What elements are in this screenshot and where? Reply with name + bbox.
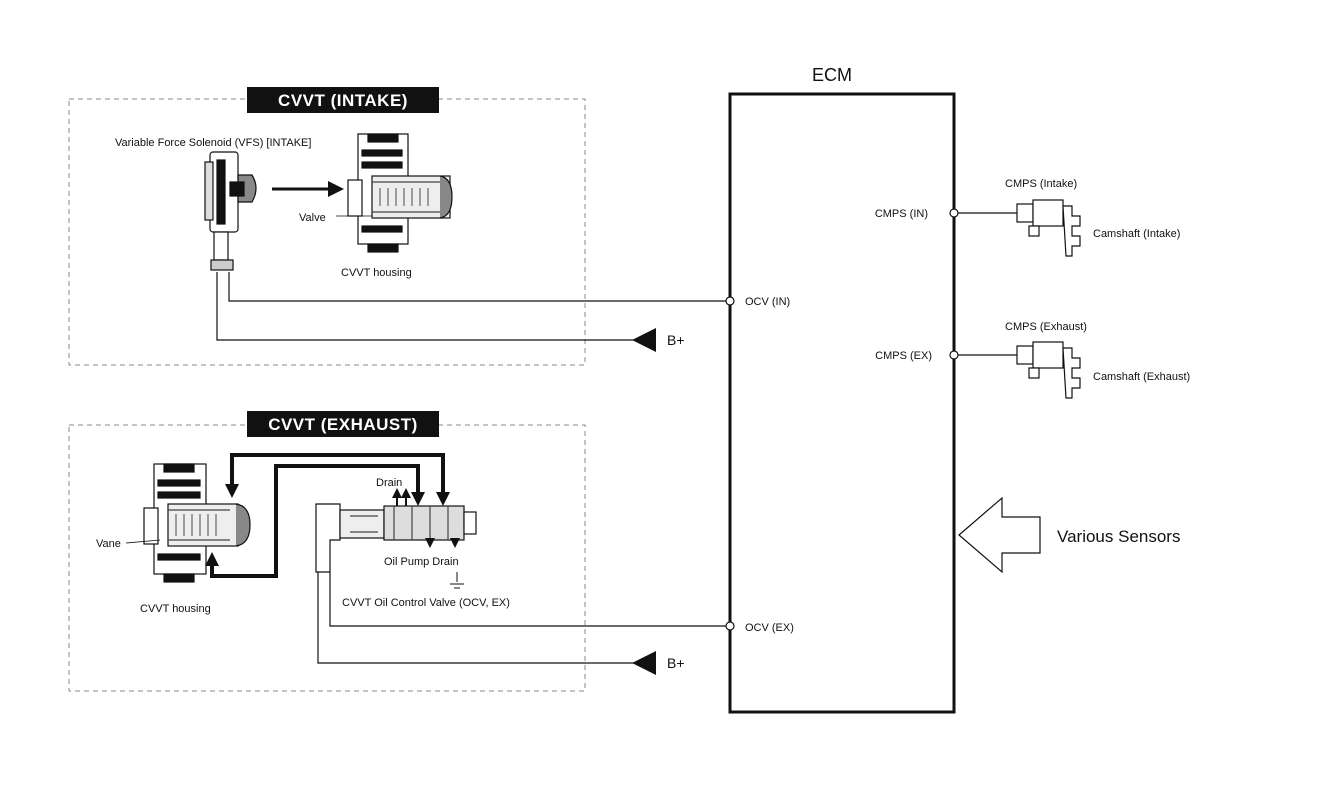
- drain-arrow-top-a: [392, 488, 402, 498]
- oil-arrow-ocv-a: [411, 492, 425, 506]
- exhaust-title-badge: CVVT (EXHAUST): [247, 411, 439, 437]
- cmps-intake-title: CMPS (Intake): [1005, 178, 1077, 190]
- vane-label: Vane: [96, 538, 121, 550]
- ecm-pin-cmps-ex: CMPS (EX): [875, 350, 932, 362]
- drain-symbol: [450, 572, 464, 589]
- vfs-to-valve-arrowhead: [328, 181, 344, 197]
- drain-top-label: Drain: [376, 477, 402, 489]
- camshaft-exhaust-label: Camshaft (Exhaust): [1093, 371, 1190, 383]
- cmps-intake-sensor-illustration: [1016, 199, 1081, 257]
- various-sensors-label: Various Sensors: [1057, 527, 1180, 546]
- oil-arrow-ocv-b: [436, 492, 450, 506]
- intake-title-badge: CVVT (INTAKE): [247, 87, 439, 113]
- vfs-label: Variable Force Solenoid (VFS) [INTAKE]: [115, 137, 311, 149]
- intake-housing-label: CVVT housing: [341, 267, 412, 279]
- cmps-exhaust-sensor-illustration: [1016, 341, 1081, 399]
- intake-wires: [216, 272, 726, 341]
- valve-label: Valve: [299, 212, 326, 224]
- oil-pump-drain-label: Oil Pump Drain: [384, 556, 459, 568]
- vfs-solenoid-illustration: [204, 151, 257, 271]
- exhaust-cvvt-housing-illustration: [143, 463, 251, 583]
- exhaust-group-box: [68, 424, 586, 692]
- pin-cmps-ex: [949, 350, 959, 360]
- ocv-ex-label: CVVT Oil Control Valve (OCV, EX): [342, 597, 510, 609]
- pump-arrow: [425, 538, 435, 548]
- intake-bplus: B+: [667, 332, 685, 348]
- ecm-pin-ocv-ex: OCV (EX): [745, 622, 794, 634]
- vane-leader: [125, 539, 161, 544]
- oil-arrow-to-housing: [225, 484, 239, 498]
- oil-arrow-from-housing: [205, 552, 219, 566]
- exhaust-bplus: B+: [667, 655, 685, 671]
- intake-group-box: [68, 98, 586, 366]
- cmps-exhaust-title: CMPS (Exhaust): [1005, 321, 1087, 333]
- ecm-pin-cmps-in: CMPS (IN): [875, 208, 928, 220]
- intake-title: CVVT (INTAKE): [278, 91, 408, 110]
- drain-arrow-bottom: [450, 538, 460, 548]
- ecm-title: ECM: [812, 65, 852, 85]
- ecm-pin-ocv-in: OCV (IN): [745, 296, 790, 308]
- drain-arrow-top-b: [401, 488, 411, 498]
- ecm-box: [728, 92, 956, 714]
- ocv-ex-illustration: [315, 503, 477, 573]
- intake-bplus-arrow: [632, 328, 656, 352]
- oil-passages: [210, 453, 445, 578]
- exhaust-wires: [317, 572, 726, 664]
- exhaust-housing-label: CVVT housing: [140, 603, 211, 615]
- pin-ocv-in: [725, 296, 735, 306]
- pin-cmps-in: [949, 208, 959, 218]
- exhaust-title: CVVT (EXHAUST): [268, 415, 418, 434]
- intake-cvvt-housing-illustration: [347, 133, 453, 253]
- various-sensors-arrow: [958, 496, 1041, 574]
- exhaust-bplus-arrow: [632, 651, 656, 675]
- camshaft-intake-label: Camshaft (Intake): [1093, 228, 1180, 240]
- pin-ocv-ex: [725, 621, 735, 631]
